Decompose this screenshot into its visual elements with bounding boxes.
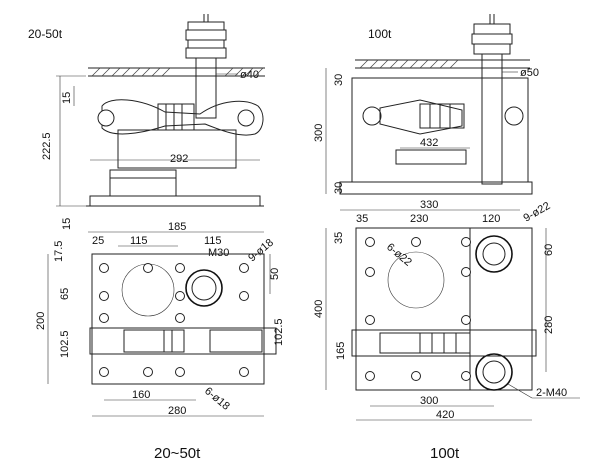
dim-432: 432: [420, 137, 438, 149]
dim-185: 185: [168, 221, 186, 233]
left-holes: [99, 263, 249, 377]
dim-115b: 115: [204, 235, 222, 247]
dim-30a: 30: [333, 74, 345, 86]
dim-120: 120: [482, 213, 500, 225]
dim-175: 17.5: [53, 241, 65, 262]
dim-222: 222.5: [41, 132, 53, 160]
dim-65: 65: [59, 288, 71, 300]
dim-35a: 35: [356, 213, 368, 225]
left-front-view: ø40 292 222.5 15 15: [41, 14, 265, 230]
dim-phi40: ø40: [240, 69, 259, 81]
dim-230: 230: [410, 213, 428, 225]
dim-phi18b: 6-ø18: [202, 385, 232, 413]
dim-15b: 15: [61, 218, 73, 230]
dim-30b: 30: [333, 182, 345, 194]
dim-420: 420: [436, 409, 454, 421]
dim-phi18a: 9-ø18: [246, 237, 276, 265]
dim-m40: 2-M40: [536, 387, 567, 399]
dim-400: 400: [313, 300, 325, 318]
right-holes: [365, 237, 471, 381]
dim-115a: 115: [130, 235, 148, 247]
dim-m30: M30: [208, 247, 229, 259]
right-front-view: ø50 432 300 30 30: [313, 14, 539, 195]
dim-phi22b: 6-ø22: [384, 241, 414, 269]
dim-1025b: 102.5: [273, 318, 285, 346]
right-plan-view: 330 35 230 120 9-ø22 35 6-ø22: [313, 199, 580, 421]
left-title: 20-50t: [28, 27, 63, 41]
left-plan-view: 185 25 115 115 M30 9-ø18 17.5: [35, 221, 285, 417]
dim-280r: 280: [543, 316, 555, 334]
dim-200: 200: [35, 312, 47, 330]
dim-phi22a: 9-ø22: [522, 200, 553, 225]
right-caption: 100t: [430, 445, 460, 462]
dim-25: 25: [92, 235, 104, 247]
dim-60: 60: [543, 244, 555, 256]
dim-35b: 35: [333, 232, 345, 244]
dim-phi50: ø50: [520, 67, 539, 79]
dim-300b: 300: [420, 395, 438, 407]
dim-292: 292: [170, 153, 188, 165]
right-title: 100t: [368, 27, 392, 41]
dim-160: 160: [132, 389, 150, 401]
dim-1025a: 102.5: [59, 330, 71, 358]
dim-280: 280: [168, 405, 186, 417]
left-caption: 20~50t: [154, 445, 201, 462]
dim-300: 300: [313, 124, 325, 142]
dim-330: 330: [420, 199, 438, 211]
dim-50: 50: [269, 268, 281, 280]
dim-165: 165: [335, 342, 347, 360]
dim-15a: 15: [61, 92, 73, 104]
